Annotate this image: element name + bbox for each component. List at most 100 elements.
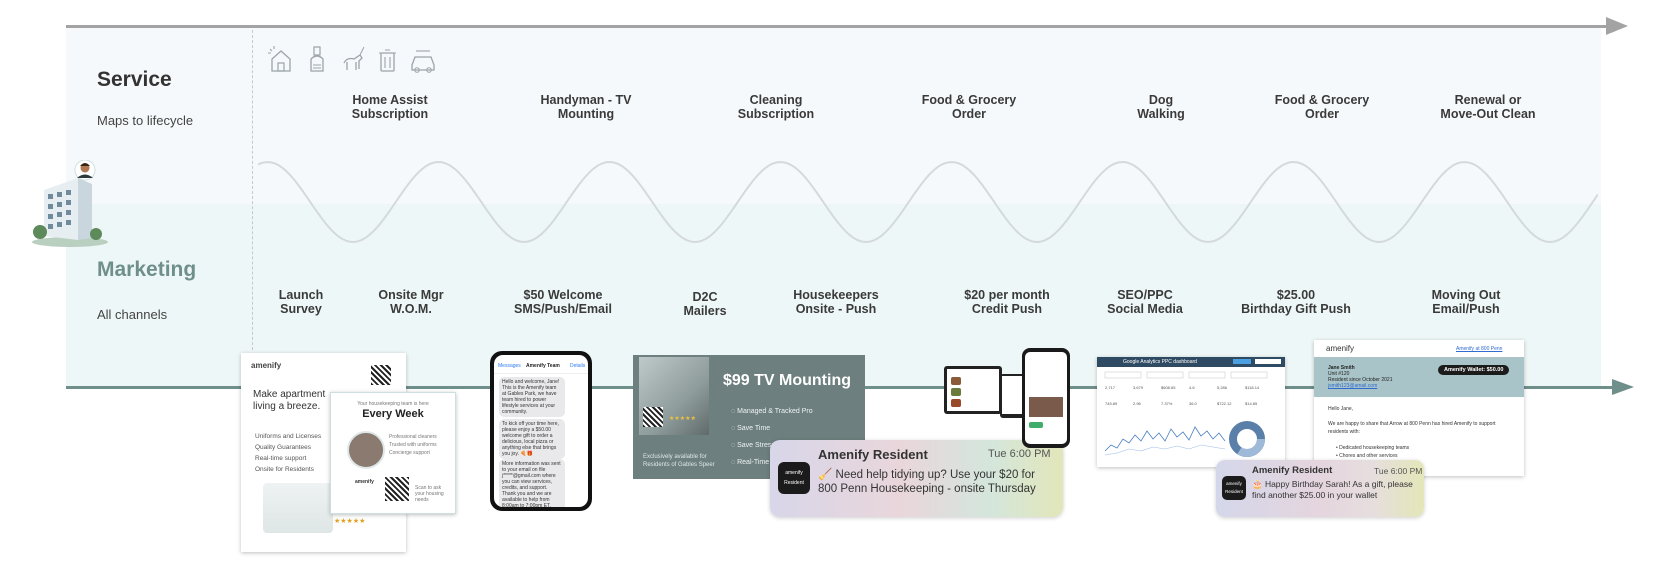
trash-valet-icon bbox=[379, 49, 396, 72]
qr-code-icon bbox=[385, 477, 409, 501]
credit-push-devices bbox=[944, 348, 1074, 450]
resident-email[interactable]: jsmith123@amail.com bbox=[1328, 383, 1378, 389]
marketing-birthday-push: $25.00 Birthday Gift Push bbox=[1241, 288, 1351, 316]
flyer-bullet: Onsite for Residents bbox=[255, 466, 314, 473]
lane-header-divider bbox=[252, 30, 253, 350]
dashboard-charts: 2,717 3,679 $608.65 4.6 5,286 $118.14 745.89 2… bbox=[1104, 371, 1268, 457]
phone-screen: Messages Amenify Team Details Hello and … bbox=[494, 355, 588, 507]
flyer2-bullet: Concierge support bbox=[389, 450, 430, 456]
email-bullet: • Dedicated housekeeping teams bbox=[1336, 445, 1410, 451]
svg-text:4.6: 4.6 bbox=[1189, 385, 1195, 390]
phone-mockup bbox=[1022, 348, 1070, 448]
marketing-lane-subtitle: All channels bbox=[97, 307, 168, 322]
sms-contact: Amenify Team bbox=[526, 363, 560, 369]
flyer-brand: amenify bbox=[251, 361, 282, 370]
push-body: 🎂 Happy Birthday Sarah! As a gift, pleas… bbox=[1252, 479, 1413, 500]
service-dog-walking: Dog Walking bbox=[1137, 93, 1185, 121]
flyer-bullets: Uniforms and Licenses Quality Guarantees… bbox=[255, 431, 321, 475]
svg-text:$722.12: $722.12 bbox=[1217, 401, 1232, 406]
flyer2-bullet: Trusted with uniforms bbox=[389, 442, 437, 448]
sms-bubble: To kick off your time here, please enjoy… bbox=[499, 419, 565, 459]
service-handyman: Handyman - TV Mounting bbox=[540, 93, 632, 121]
marketing-welcome-sms: $50 Welcome SMS/Push/Email bbox=[514, 288, 612, 316]
flyer2-brand: amenify bbox=[355, 479, 374, 485]
svg-text:$608.65: $608.65 bbox=[1161, 385, 1176, 390]
marketing-onsite-mgr: Onsite Mgr W.O.M. bbox=[378, 288, 444, 316]
amenify-app-icon: amenify Resident bbox=[778, 462, 810, 494]
service-home-assist: Home Assist Subscription bbox=[351, 93, 429, 121]
service-lane-title: Service bbox=[97, 68, 172, 91]
marketing-moving-out: Moving Out Email/Push bbox=[1431, 288, 1501, 316]
svg-text:5,286: 5,286 bbox=[1217, 385, 1228, 390]
flyer2-headline: Every Week bbox=[362, 408, 424, 420]
dog-walking-icon bbox=[343, 46, 365, 70]
flyer2-kicker: Your housekeeping team is here bbox=[357, 401, 429, 407]
service-food-grocery-1: Food & Grocery Order bbox=[921, 93, 1017, 121]
svg-text:3,679: 3,679 bbox=[1133, 385, 1144, 390]
push-app-name: Amenify Resident bbox=[818, 447, 928, 462]
email-greeting: Hello Jane, bbox=[1328, 406, 1354, 412]
birthday-push-notification[interactable]: amenify Resident Amenify Resident Tue 6:… bbox=[1216, 460, 1424, 517]
sms-phone-mockup: Messages Amenify Team Details Hello and … bbox=[490, 351, 592, 511]
resident-unit: Unit #120 bbox=[1328, 371, 1350, 377]
svg-text:$118.14: $118.14 bbox=[1245, 385, 1260, 390]
tv-mounting-headline: $99 TV Mounting bbox=[723, 372, 851, 389]
flyer-bullet: Uniforms and Licenses bbox=[255, 433, 322, 440]
service-cleaning: Cleaning Subscription bbox=[737, 93, 815, 121]
housekeeper-photo bbox=[347, 431, 385, 469]
messages-back-link[interactable]: Messages bbox=[498, 363, 521, 369]
flyer2-scan-text: Scan to ask your housing needs bbox=[415, 485, 444, 503]
car-service-icon bbox=[411, 50, 435, 73]
apartment-building-icon bbox=[32, 160, 108, 247]
home-assist-icon bbox=[268, 46, 291, 72]
svg-text:$14.85: $14.85 bbox=[1245, 401, 1258, 406]
dashboard-title: Google Analytics PPC dashboard bbox=[1123, 359, 1197, 365]
flyer-bullet: Quality Guarantees bbox=[255, 444, 312, 451]
tv-feature: ◌ Save Time bbox=[731, 425, 771, 432]
service-renewal: Renewal or Move-Out Clean bbox=[1440, 93, 1536, 121]
moving-out-email: amenify Amenify at 800 Penn Jane Smith U… bbox=[1314, 340, 1524, 476]
email-bullets: • Dedicated housekeeping teams • Chores … bbox=[1336, 444, 1409, 460]
email-body: We are happy to share that Arrow at 800 … bbox=[1328, 421, 1496, 435]
svg-text:745.89: 745.89 bbox=[1105, 401, 1118, 406]
tv-feature: ◌ Save Stress bbox=[731, 442, 775, 449]
tablet-mockup bbox=[944, 366, 1002, 414]
rating-stars: ★★★★★ bbox=[334, 518, 366, 525]
wallet-badge: Amenify Wallet: $50.00 bbox=[1438, 365, 1510, 375]
push-time: Tue 6:00 PM bbox=[1374, 466, 1423, 476]
marketing-housekeepers-push: Housekeepers Onsite - Push bbox=[793, 288, 879, 316]
svg-text:2.96: 2.96 bbox=[1133, 401, 1142, 406]
marketing-d2c-mailers: D2C Mailers bbox=[683, 290, 727, 318]
tv-feature: ◌ Real-Time bbox=[731, 459, 770, 466]
details-link[interactable]: Details bbox=[570, 363, 586, 369]
service-lane-subtitle: Maps to lifecycle bbox=[97, 113, 194, 128]
svg-text:7.37%: 7.37% bbox=[1161, 401, 1173, 406]
marketing-credit-push: $20 per month Credit Push bbox=[964, 288, 1050, 316]
push-app-name: Amenify Resident bbox=[1252, 465, 1333, 476]
tv-feature-list: ◌ Managed & Tracked Pro ◌ Save Time ◌ Sa… bbox=[731, 403, 813, 471]
email-property-link[interactable]: Amenify at 800 Penn bbox=[1456, 346, 1503, 352]
svg-text:36.0: 36.0 bbox=[1189, 401, 1198, 406]
email-header-panel: Jane Smith Unit #120 Resident since Octo… bbox=[1314, 357, 1524, 397]
marketing-seo-ppc: SEO/PPC Social Media bbox=[1107, 288, 1183, 316]
cleaning-spray-icon bbox=[310, 46, 324, 72]
lifecycle-wave bbox=[258, 160, 1598, 244]
sms-bubble: More information was sent to your email … bbox=[499, 459, 565, 507]
service-timeline-arrowhead bbox=[1606, 17, 1628, 35]
service-timeline-axis bbox=[66, 25, 1614, 28]
push-time: Tue 6:00 PM bbox=[988, 448, 1051, 460]
rating-stars: ★★★★★ bbox=[669, 416, 696, 422]
marketing-launch-survey: Launch Survey bbox=[278, 288, 324, 316]
building-sketch-image bbox=[263, 483, 333, 533]
svg-text:2,717: 2,717 bbox=[1105, 385, 1116, 390]
amenify-app-icon: amenify Resident bbox=[1222, 476, 1246, 500]
email-bullet: • Chores and other services bbox=[1336, 453, 1398, 459]
tv-mailer-footer: Exclusively available for Residents of G… bbox=[643, 454, 715, 468]
flyer-bullet: Real-time support bbox=[255, 455, 307, 462]
housekeeping-push-notification[interactable]: amenify Resident Amenify Resident Tue 6:… bbox=[770, 440, 1063, 517]
flyer2-bullet: Professional cleaners bbox=[389, 434, 437, 440]
email-brand: amenify bbox=[1326, 344, 1355, 353]
tv-feature: ◌ Managed & Tracked Pro bbox=[731, 408, 813, 415]
sms-bubble: Hello and welcome, Jane! This is the Ame… bbox=[499, 377, 565, 417]
push-body: 🧹 Need help tidying up? Use your $20 for… bbox=[818, 469, 1036, 495]
